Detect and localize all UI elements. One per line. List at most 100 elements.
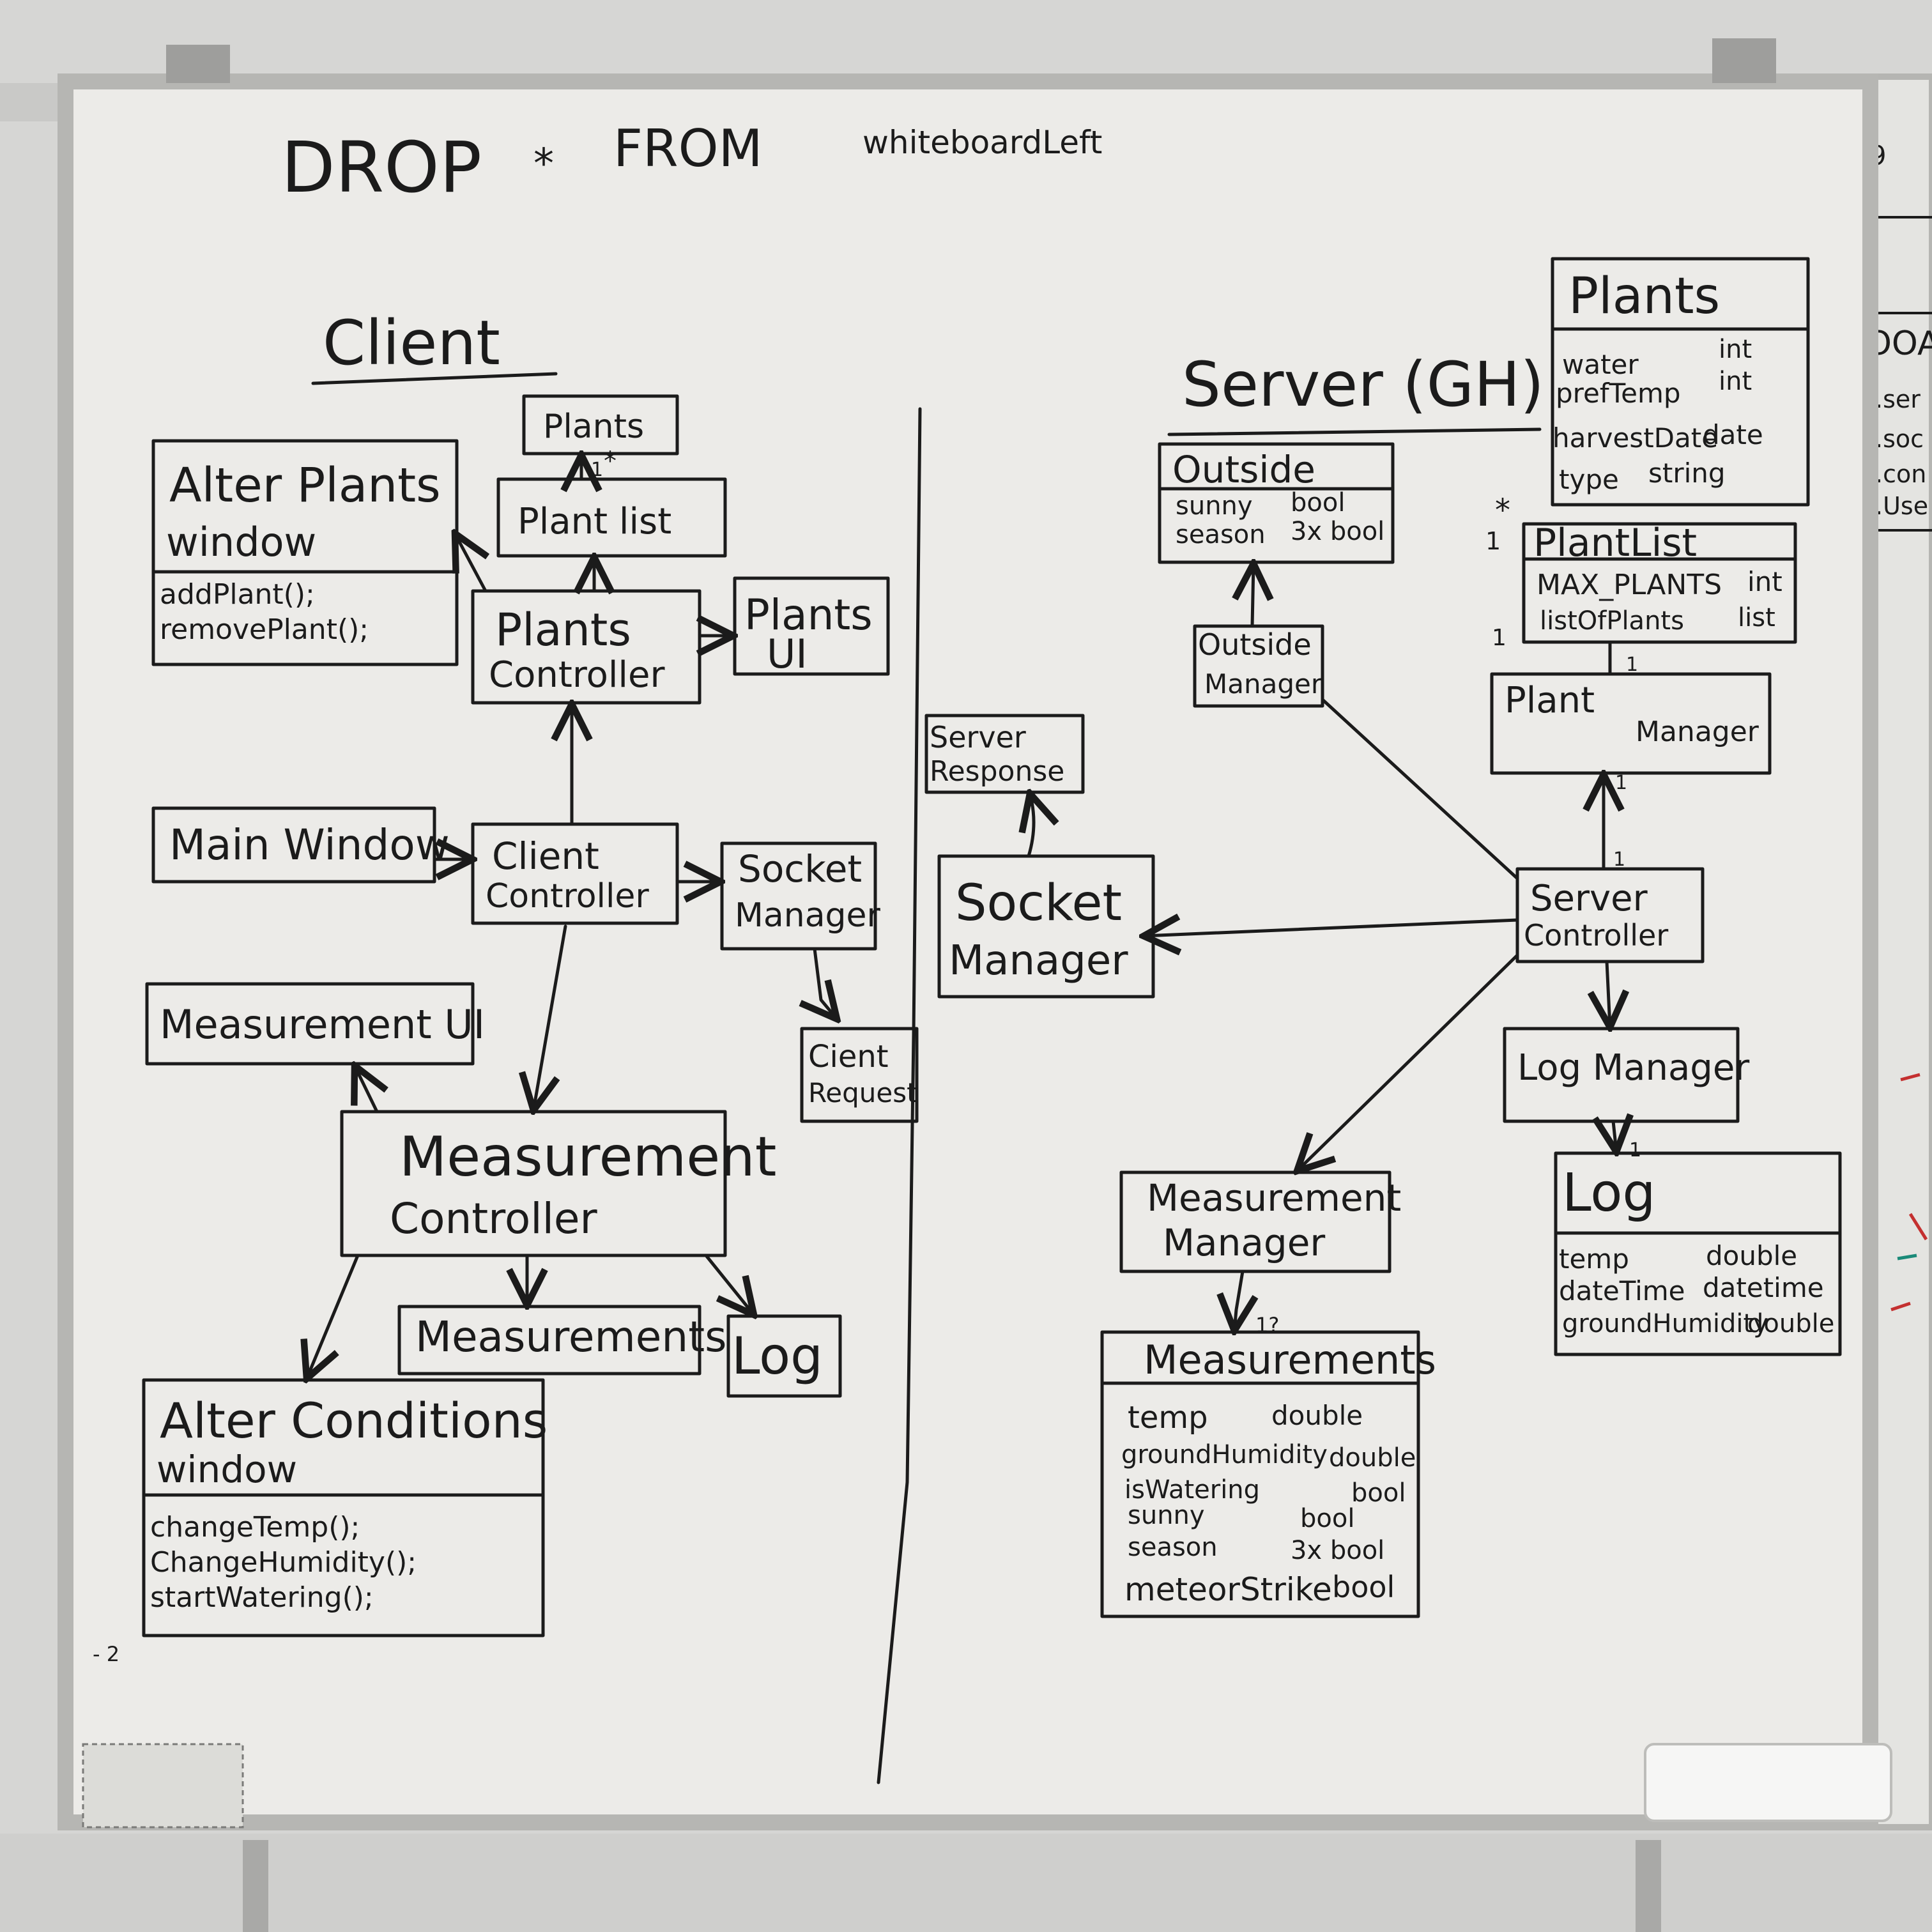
plant-list-class-box xyxy=(1522,522,1797,644)
server-measurements-title: Measurements xyxy=(1144,1337,1436,1383)
board-clip-right xyxy=(1712,38,1776,83)
server-measurements-attr-4-name: sunny xyxy=(1128,1501,1205,1530)
server-measurements-attr-2-type: double xyxy=(1329,1443,1416,1473)
server-measurements-attr-5-name: season xyxy=(1128,1533,1218,1562)
neighbour-item-2: .soc xyxy=(1875,425,1924,453)
server-measurements-attr-3-name: isWatering xyxy=(1124,1475,1260,1505)
plant-list-mult-bottom: 1 xyxy=(1492,625,1506,651)
alter-conditions-title-2: window xyxy=(157,1448,297,1491)
socket-manager-to-server-response-arrow xyxy=(1029,793,1034,858)
server-measurements-mult: 1? xyxy=(1255,1313,1279,1337)
neighbour-green-mark xyxy=(1897,1254,1917,1261)
socket-manager-to-client-request-arrow xyxy=(815,947,837,1019)
server-measurements-attr-1-name: temp xyxy=(1128,1400,1208,1436)
client-controller-line2: Controller xyxy=(486,877,649,916)
client-log-box xyxy=(726,1314,842,1398)
plants-class-title: Plants xyxy=(1568,268,1720,325)
wall-post-right xyxy=(1636,1840,1661,1932)
client-controller-box xyxy=(471,822,679,925)
neighbour-item-1: .ser xyxy=(1875,385,1920,413)
board-clip-left xyxy=(166,45,230,83)
measurement-manager-line1: Measurement xyxy=(1147,1176,1401,1220)
log-manager-label: Log Manager xyxy=(1517,1047,1750,1089)
heading-source: whiteboardLeft xyxy=(862,124,1102,161)
server-section-title: Server (GH) xyxy=(1182,349,1544,420)
outside-title: Outside xyxy=(1172,448,1315,491)
server-controller-to-measurement-manager-arrow xyxy=(1297,953,1519,1171)
wall-post-left xyxy=(243,1840,268,1932)
alter-conditions-title-1: Alter Conditions xyxy=(160,1392,548,1449)
plant-list-attr-2-type: list xyxy=(1738,603,1775,632)
heading-star: * xyxy=(533,141,554,188)
outside-attr-2-name: season xyxy=(1176,520,1266,549)
alter-conditions-window-box xyxy=(142,1378,545,1637)
outside-manager-to-outside-arrow xyxy=(1252,564,1254,628)
server-response-line1: Server xyxy=(930,720,1026,755)
plant-list-mult-top: 1 xyxy=(1485,527,1501,555)
heading-from: FROM xyxy=(613,119,763,178)
board-surface xyxy=(73,89,1862,1814)
client-plantlist-mult-one: 1 xyxy=(591,459,603,481)
heading-drop: DROP xyxy=(281,126,482,208)
server-controller-mult-top: 1 xyxy=(1613,848,1625,871)
server-controller-to-log-manager-arrow xyxy=(1607,960,1610,1027)
plant-manager-mult-top: 1 xyxy=(1626,654,1638,676)
client-plantlist-mult-many: * xyxy=(604,447,617,476)
server-measurements-attr-1-type: double xyxy=(1271,1400,1363,1431)
measurement-ui-box xyxy=(145,982,475,1066)
server-log-attr-3-name: groundHumidity xyxy=(1562,1309,1768,1338)
plant-manager-box xyxy=(1490,672,1772,775)
alter-plants-title-1: Alter Plants xyxy=(169,458,441,513)
server-title-underline xyxy=(1167,427,1542,436)
alter-conditions-method-2: ChangeHumidity(); xyxy=(150,1546,417,1579)
client-controller-to-measurement-controller-arrow xyxy=(533,924,567,1110)
measurement-manager-to-measurements-arrow xyxy=(1234,1269,1243,1331)
outside-attr-2-type: 3x bool xyxy=(1291,517,1384,546)
plants-ui-line2: UI xyxy=(767,631,808,677)
server-controller-to-socket-manager-arrow xyxy=(1144,920,1519,936)
server-measurements-class-box xyxy=(1100,1330,1420,1618)
client-log-label: Log xyxy=(732,1326,823,1386)
measurement-controller-line1: Measurement xyxy=(399,1125,776,1189)
outside-manager-line2: Manager xyxy=(1204,668,1322,700)
server-log-attr-3-type: double xyxy=(1747,1309,1834,1338)
plants-controller-line1: Plants xyxy=(495,604,631,656)
alter-conditions-method-1: changeTemp(); xyxy=(150,1511,360,1544)
plants-attr-3-name: harvestDate xyxy=(1552,422,1718,454)
board-eraser xyxy=(1644,1743,1892,1822)
client-controller-line1: Client xyxy=(492,834,599,878)
plant-manager-line1: Plant xyxy=(1505,680,1595,721)
server-log-attr-2-type: datetime xyxy=(1703,1272,1824,1303)
floor-wall xyxy=(0,1834,1932,1932)
plant-manager-mult-bottom: 1 xyxy=(1615,772,1627,794)
server-measurements-attr-6-name: meteorStrike xyxy=(1124,1571,1332,1608)
client-server-divider xyxy=(877,407,922,1784)
outside-class-box xyxy=(1158,442,1395,564)
measurement-controller-line2: Controller xyxy=(390,1194,598,1243)
plants-attr-2-type: int xyxy=(1719,367,1752,396)
alter-conditions-method-3: startWatering(); xyxy=(150,1581,374,1614)
server-log-class-box xyxy=(1554,1151,1842,1356)
server-log-attr-1-type: double xyxy=(1706,1240,1797,1271)
plants-attr-1-type: int xyxy=(1719,335,1752,364)
server-measurements-attr-5-type: 3x bool xyxy=(1291,1536,1384,1565)
client-request-box xyxy=(800,1027,919,1123)
plants-mult-star: * xyxy=(1495,493,1510,528)
server-controller-line2: Controller xyxy=(1524,918,1668,953)
client-measurements-label: Measurements xyxy=(415,1312,727,1361)
plant-list-attr-2-name: listOfPlants xyxy=(1540,606,1684,636)
server-measurements-attr-3-type: bool xyxy=(1351,1478,1406,1508)
alter-plants-title-2: window xyxy=(166,519,316,565)
outside-attr-1-name: sunny xyxy=(1176,491,1253,521)
plant-list-class-title: PlantList xyxy=(1533,521,1697,565)
measurement-manager-box xyxy=(1119,1170,1392,1273)
alter-plants-method-1: addPlant(); xyxy=(160,578,315,611)
log-manager-to-log-arrow xyxy=(1613,1121,1616,1152)
plant-manager-line2: Manager xyxy=(1636,716,1759,748)
plants-ui-line1: Plants xyxy=(744,590,873,640)
plants-controller-line2: Controller xyxy=(489,654,665,696)
server-measurements-attr-6-type: bool xyxy=(1332,1570,1395,1604)
neighbour-item-3: .con xyxy=(1875,460,1926,488)
